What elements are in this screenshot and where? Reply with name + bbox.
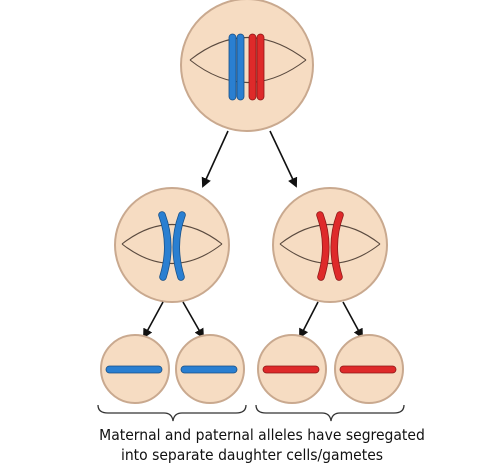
daughter-cell-paternal [272,187,388,303]
arrow-to-gamete-3 [299,301,319,339]
spindle [279,224,381,264]
daughter-cell-maternal [114,187,230,303]
maternal-chromosome [180,365,238,374]
arrow-to-gamete-1 [143,301,164,339]
gamete-cell-2 [175,334,245,404]
brace-paternal-gametes [255,404,405,422]
arrow-to-left-cell [201,130,229,188]
arrow-to-gamete-2 [182,301,204,339]
paternal-chromosome [316,211,344,281]
homologous-chromosome-pair [228,33,265,101]
gamete-cell-1 [100,334,170,404]
maternal-chromosome [105,365,163,374]
gamete-cell-3 [257,334,327,404]
maternal-chromosome [228,33,237,101]
brace-maternal-gametes [97,404,247,422]
paternal-chromosome [339,365,397,374]
arrow-to-right-cell [269,130,298,188]
spindle [121,224,223,264]
gamete-cell-4 [334,334,404,404]
arrow-to-gamete-4 [342,301,363,339]
caption-line-1: Maternal and paternal alleles have segre… [99,426,425,444]
spindle [189,36,307,84]
paternal-chromosome [262,365,320,374]
caption-line-2: into separate daughter cells/gametes [120,446,384,464]
maternal-chromosome [158,211,186,281]
paternal-chromosome [248,33,257,101]
parent-cell [180,0,314,132]
